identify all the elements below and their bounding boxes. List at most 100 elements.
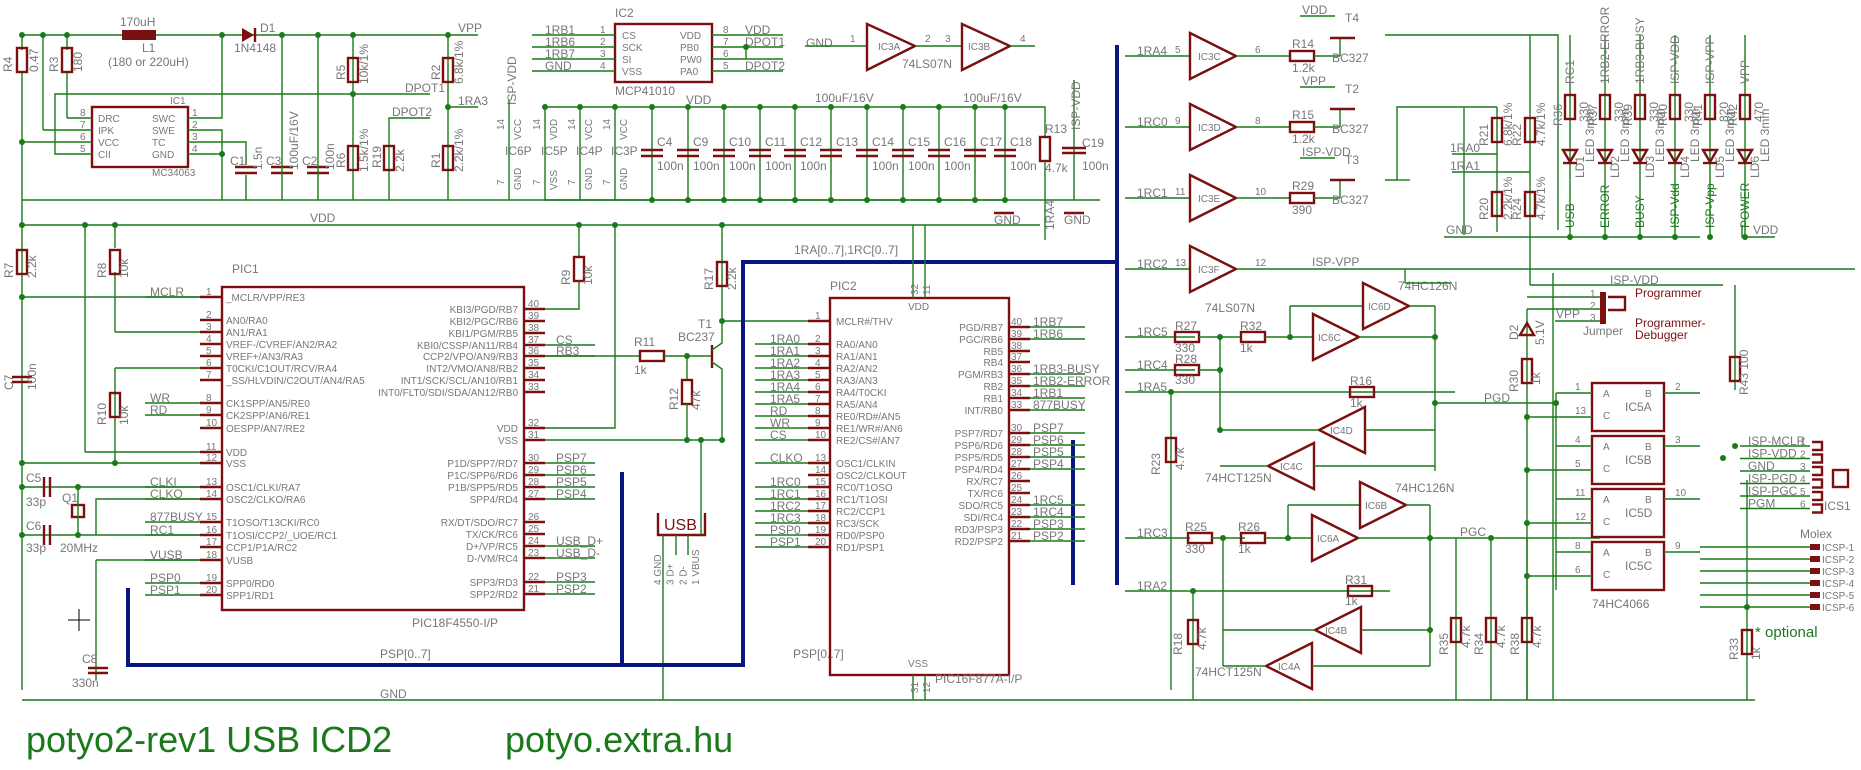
pin-number: 5 [723, 61, 729, 72]
junction [1217, 334, 1223, 340]
pin-label: PSP4/RD4 [955, 465, 1004, 476]
pin-number: 14 [532, 118, 543, 130]
pin-number: 30 [528, 453, 540, 464]
C1-name: C1 [230, 154, 246, 168]
pin-number: 1 [192, 108, 198, 119]
Q1-name: Q1 [62, 491, 78, 505]
L1-value: 170uH [120, 15, 155, 29]
R16-value: 1k [1350, 396, 1364, 410]
LD2-value: LED 3mm [1618, 109, 1632, 162]
junction [1002, 197, 1008, 203]
title-main: potyo2-rev1 USB ICD2 [26, 719, 392, 760]
R20-value: 2.2k/1% [1501, 176, 1515, 220]
net-1RA4: 1RA4 [1137, 44, 1167, 58]
pin-label: VDD [226, 448, 247, 459]
gate-label: IC6B [1365, 501, 1388, 512]
net-1rc5: 1RC5 [1137, 325, 1168, 339]
junction [75, 484, 81, 490]
net-1ra2: 1RA2 [1137, 579, 1167, 593]
pin-label: MCLR#/THV [836, 317, 893, 328]
R34-name: R34 [1472, 633, 1486, 655]
junction [612, 104, 618, 110]
gate-label: IC6D [1368, 302, 1391, 313]
net-label: PSP2 [1033, 529, 1064, 543]
led-label-POWER: POWER [1738, 182, 1752, 228]
power-supply: 170uH L1 (180 or 220uH) D1 1N4148 R4 0.4… [1, 15, 1100, 690]
dividers: 1RA0 1RA1 R21 6.8k/1% R22 4.7k/1% R20 2.… [1385, 34, 1700, 238]
pin-number: 3 [1800, 462, 1806, 473]
net-label: PSP3 [1033, 517, 1064, 531]
IC5C-name: IC5C [1625, 559, 1653, 573]
net-RC1: RC1 [1563, 60, 1577, 84]
IC3P: IC3P [611, 144, 638, 158]
resistor-R21 [1490, 116, 1504, 144]
LD6-value: LED 3mm [1758, 109, 1772, 162]
R7-value: 2.2k [25, 254, 39, 278]
IC2-name: IC2 [615, 6, 634, 20]
icsp-contact [1812, 440, 1824, 452]
pin-label: RB2 [984, 382, 1004, 393]
resistor-R34 [1484, 616, 1498, 644]
pin-number: 40 [528, 299, 540, 310]
resistor-R1 [441, 144, 455, 172]
C3-name: C3 [266, 154, 282, 168]
pin-label: RA4/T0CKI [836, 388, 887, 399]
R30-name: R30 [1507, 370, 1521, 392]
pin-label: RC2/CCP1 [836, 507, 886, 518]
led-label-BUSY: BUSY [1633, 195, 1647, 228]
IC3D-name: IC3D [1198, 123, 1221, 134]
junction [219, 32, 225, 38]
pin-number: 25 [1011, 483, 1023, 494]
pin-label: RD2/PSP2 [955, 537, 1004, 548]
pin-label: VCC [619, 119, 630, 140]
pin-label: _SS/HLVDIN/C2OUT/AN4/RA5 [225, 376, 365, 387]
pin-number: 8 [80, 108, 86, 119]
resistor-R37 [1598, 93, 1612, 121]
junction [649, 104, 655, 110]
pin-label: CII [98, 150, 111, 161]
R26-name: R26 [1238, 520, 1260, 534]
resistor-R5 [346, 56, 360, 84]
pin-label: OSC2/CLKOUT [836, 471, 907, 482]
pin-label: B [1645, 548, 1652, 559]
R10-name: R10 [95, 403, 109, 425]
pin-label: VREF-/CVREF/AN2/RA2 [226, 340, 338, 351]
molex-pin-label: ICSP-4 [1822, 579, 1855, 590]
pin-label: SDI/RC4 [964, 513, 1004, 524]
gate-IC3D [1188, 102, 1239, 152]
icsp-pin-label: GND [1748, 459, 1775, 473]
C11-value: 100n [765, 159, 792, 173]
pin-number: 39 [1011, 329, 1023, 340]
jumper-label: Jumper [1583, 324, 1623, 338]
pin-number: 2 [815, 334, 821, 345]
junction [350, 32, 356, 38]
net-label: PSP6 [556, 463, 587, 477]
pin-label: C [1603, 464, 1610, 475]
molex-pin [1810, 580, 1820, 586]
R43-label: R43 100 [1737, 349, 1751, 395]
pin-number: 3 [1675, 435, 1681, 446]
gate-IC3B [960, 22, 1013, 72]
junction [19, 294, 25, 300]
R29-value: 390 [1292, 203, 1312, 217]
LD4-value: LED 3mm [1688, 109, 1702, 162]
net-vdd-leds: VDD [1753, 223, 1779, 237]
pin-number: 16 [206, 525, 218, 536]
net-label: PSP5 [556, 475, 587, 489]
net-label: 1RB7 [545, 47, 575, 61]
net-label: PSP7 [556, 451, 587, 465]
C16-name: C16 [944, 135, 966, 149]
R13-value: 4.7k [1045, 161, 1069, 175]
junction [743, 44, 749, 50]
pin-label: CCP2/VPO/AN9/RB3 [423, 352, 518, 363]
net-1RB2-ERROR: 1RB2-ERROR [1598, 6, 1612, 84]
R6-value: 1.5k/1% [357, 128, 371, 172]
net-gnd-dividers: GND [1446, 223, 1473, 237]
R11-name: R11 [634, 335, 655, 349]
pin-label: KBI1/PGM/RB5 [449, 329, 519, 340]
pic2-section: PIC2 PIC16F877A-I/P VDD VSS 32 11 31 12 … [755, 225, 1111, 700]
icsp-contact [1812, 478, 1824, 489]
R21-value: 6.8k/1% [1501, 102, 1515, 146]
led-LD3 [1630, 148, 1650, 165]
